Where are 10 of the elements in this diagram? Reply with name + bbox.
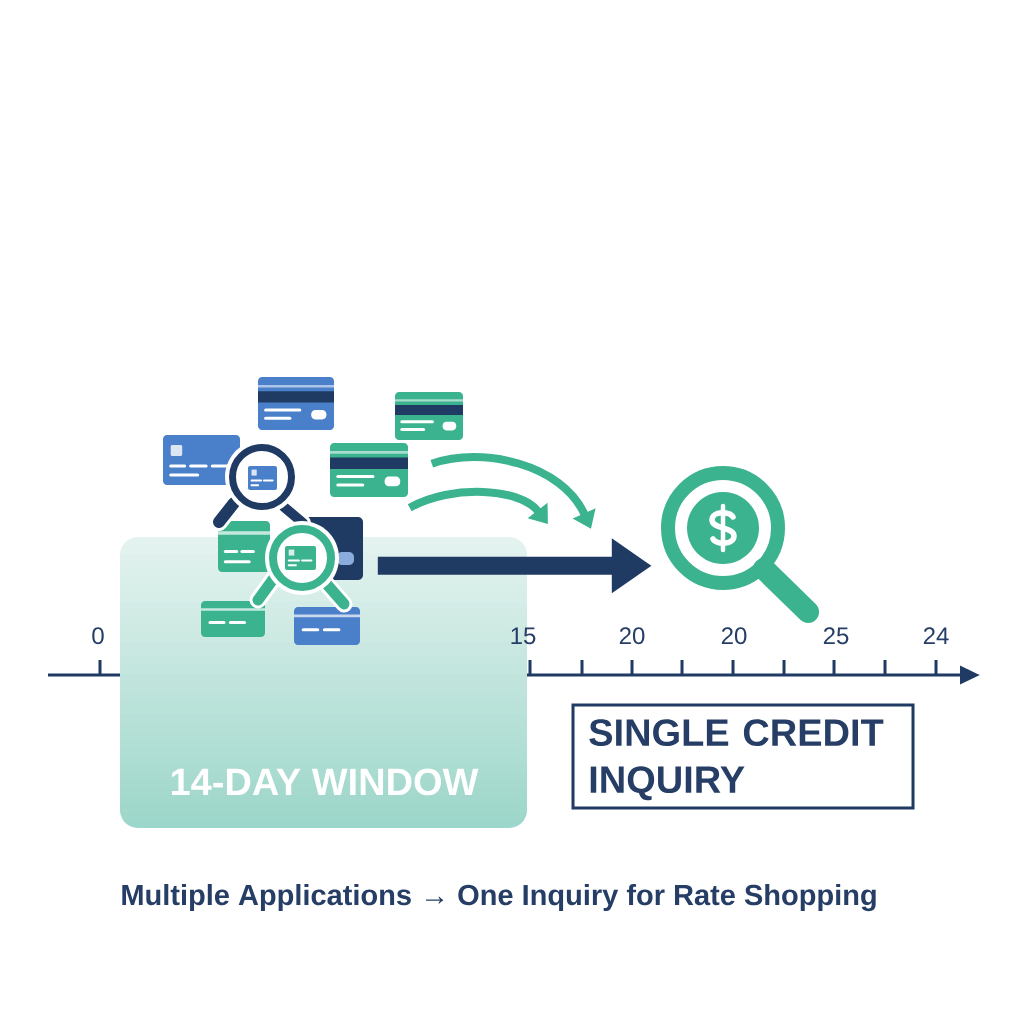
arrow [407, 487, 548, 524]
tick-label: 15 [511, 627, 536, 645]
tick-label: 24 [923, 627, 949, 644]
caption: Multiple Applications → One Inquiry for Rate Shopping [122, 884, 876, 912]
text-box: SINGLE CREDIT INQUIRY [571, 703, 915, 810]
dollar-magnifier-icon [661, 466, 819, 623]
tick-label: 20 [721, 627, 747, 645]
tick-label: 25 [823, 627, 849, 645]
node-label: 14-DAY WINDOW [171, 768, 479, 796]
tick-label: 20 [619, 627, 645, 645]
